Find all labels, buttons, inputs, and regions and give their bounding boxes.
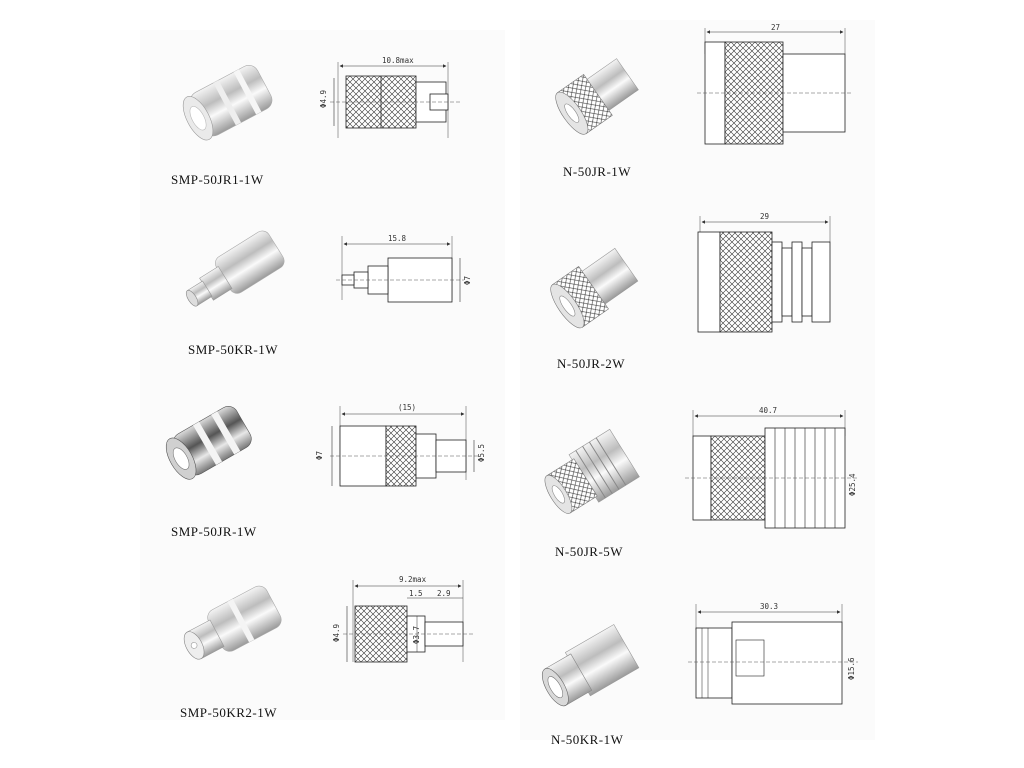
- dim-length: 40.7: [759, 406, 777, 415]
- dim-diameter: Φ7: [315, 451, 324, 460]
- dim-length: (15): [398, 403, 416, 412]
- connector-label: N-50JR-2W: [557, 356, 626, 371]
- dim-length: 30.3: [760, 602, 778, 611]
- dim-diameter: Φ4.9: [319, 90, 328, 108]
- connector-label: N-50KR-1W: [551, 732, 624, 747]
- connector-3d-image: [185, 230, 285, 307]
- connector-dimension-drawing: 27: [697, 23, 853, 145]
- connector-label: SMP-50KR2-1W: [180, 705, 278, 720]
- connector-3d-image: [182, 65, 273, 141]
- connector-dimension-drawing: 10.8max Φ4.9: [319, 56, 460, 138]
- connector-label: N-50JR-1W: [563, 164, 632, 179]
- dim-length: 15.8: [388, 234, 407, 243]
- dim-diameter: Φ25.4: [848, 473, 857, 496]
- right-panel: [520, 20, 875, 740]
- dim-diameter: Φ15.6: [847, 657, 856, 680]
- dim-diameter: Φ7: [463, 276, 472, 285]
- connector-label: SMP-50JR-1W: [171, 524, 257, 539]
- dim-length: 9.2max: [399, 575, 427, 584]
- dim-length: 10.8max: [382, 56, 414, 65]
- dim-length: 29: [760, 212, 769, 221]
- connector-3d-image: [544, 428, 640, 514]
- dim-diameter-2: Φ3.7: [412, 626, 421, 644]
- connector-3d-image: [550, 247, 639, 329]
- connector-label: SMP-50KR-1W: [188, 342, 279, 357]
- connector-label: SMP-50JR1-1W: [171, 172, 264, 187]
- connector-3d-image: [183, 585, 282, 660]
- dim-d2: 2.9: [437, 589, 451, 598]
- connector-dimension-drawing: (15) Φ7 Φ5.5: [315, 403, 486, 487]
- connector-dimension-drawing: 15.8 Φ7: [336, 234, 472, 303]
- connector-3d-image: [165, 406, 252, 480]
- dim-diameter: Φ4.9: [332, 624, 341, 642]
- left-panel: [140, 30, 505, 720]
- connector-dimension-drawing: 9.2max 1.5 2.9 Φ4.9 Φ3.7: [332, 575, 475, 663]
- dim-length: 27: [771, 23, 780, 32]
- connector-3d-image: [555, 58, 639, 135]
- connector-dimension-drawing: 29: [697, 212, 831, 333]
- connector-label: N-50JR-5W: [555, 544, 624, 559]
- connector-3d-image: [541, 624, 640, 707]
- connector-dimension-drawing: 30.3 Φ15.6: [688, 602, 858, 705]
- connector-dimension-drawing: 40.7 Φ25.4: [685, 406, 857, 529]
- dim-diameter-2: Φ5.5: [477, 444, 486, 462]
- dim-d1: 1.5: [409, 589, 423, 598]
